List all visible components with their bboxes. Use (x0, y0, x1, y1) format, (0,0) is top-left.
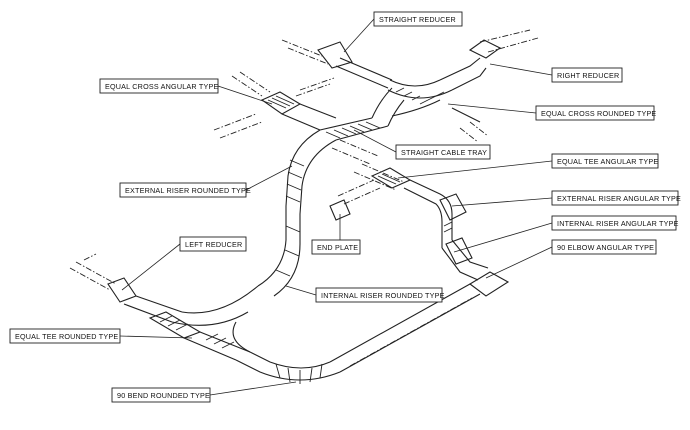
right-riser-trays (403, 179, 489, 281)
equal-cross-angular-part (213, 71, 337, 139)
tee-angular-rungs (377, 173, 401, 185)
right-riser-rungs (443, 221, 453, 233)
callout-external-riser-angular: EXTERNAL RISER ANGULAR TYPE (551, 190, 681, 206)
callout-external-riser-rounded: EXTERNAL RISER ROUNDED TYPE (119, 182, 251, 198)
riser-rungs (275, 159, 305, 277)
label-elbow-angular: 90 ELBOW ANGULAR TYPE (557, 243, 654, 252)
label-equal-tee-rounded: EQUAL TEE ROUNDED TYPE (15, 332, 118, 341)
callout-equal-tee-rounded: EQUAL TEE ROUNDED TYPE (9, 328, 121, 344)
lower-left-trays (69, 253, 259, 361)
label-equal-cross-rounded: EQUAL CROSS ROUNDED TYPE (541, 109, 656, 118)
label-straight-reducer: STRAIGHT REDUCER (379, 15, 456, 24)
callout-right-reducer: RIGHT REDUCER (551, 67, 623, 83)
callout-internal-riser-angular: INTERNAL RISER ANGULAR TYPE (551, 215, 679, 231)
label-straight-cable-tray: STRAIGHT CABLE TRAY (401, 148, 487, 157)
center-tee-trays (329, 163, 412, 221)
callout-equal-cross-rounded: EQUAL CROSS ROUNDED TYPE (535, 105, 656, 121)
upper-diagonal-tray (281, 29, 539, 143)
callout-bend-rounded: 90 BEND ROUNDED TYPE (111, 387, 211, 403)
bottom-run-trays (235, 271, 510, 384)
callout-left-reducer: LEFT REDUCER (179, 236, 247, 252)
label-internal-riser-angular: INTERNAL RISER ANGULAR TYPE (557, 219, 679, 228)
straight-cable-tray-part (319, 87, 405, 165)
straight-tray-rungs (325, 121, 381, 139)
label-right-reducer: RIGHT REDUCER (557, 71, 619, 80)
callout-end-plate: END PLATE (311, 239, 361, 255)
cross-angular-rungs (267, 95, 295, 109)
bend-rungs (275, 363, 323, 384)
callout-equal-cross-angular: EQUAL CROSS ANGULAR TYPE (99, 78, 219, 94)
label-external-riser-angular: EXTERNAL RISER ANGULAR TYPE (557, 194, 681, 203)
label-left-reducer: LEFT REDUCER (185, 240, 242, 249)
callout-straight-reducer: STRAIGHT REDUCER (373, 11, 463, 27)
external-riser-rounded-part (257, 129, 337, 297)
callout-equal-tee-angular: EQUAL TEE ANGULAR TYPE (551, 153, 659, 169)
callout-internal-riser-rounded: INTERNAL RISER ROUNDED TYPE (315, 287, 445, 303)
leader-lines (119, 18, 553, 396)
cable-tray-drawing (69, 29, 539, 384)
cross-rounded-rungs (395, 87, 445, 105)
label-external-riser-rounded: EXTERNAL RISER ROUNDED TYPE (125, 186, 251, 195)
label-end-plate: END PLATE (317, 243, 358, 252)
label-equal-tee-angular: EQUAL TEE ANGULAR TYPE (557, 157, 658, 166)
label-bend-rounded: 90 BEND ROUNDED TYPE (117, 391, 210, 400)
label-equal-cross-angular: EQUAL CROSS ANGULAR TYPE (105, 82, 218, 91)
callout-straight-cable-tray: STRAIGHT CABLE TRAY (395, 144, 491, 160)
label-internal-riser-rounded: INTERNAL RISER ROUNDED TYPE (321, 291, 445, 300)
callout-elbow-angular: 90 ELBOW ANGULAR TYPE (551, 239, 657, 255)
tee-rounded-rungs (159, 315, 235, 349)
